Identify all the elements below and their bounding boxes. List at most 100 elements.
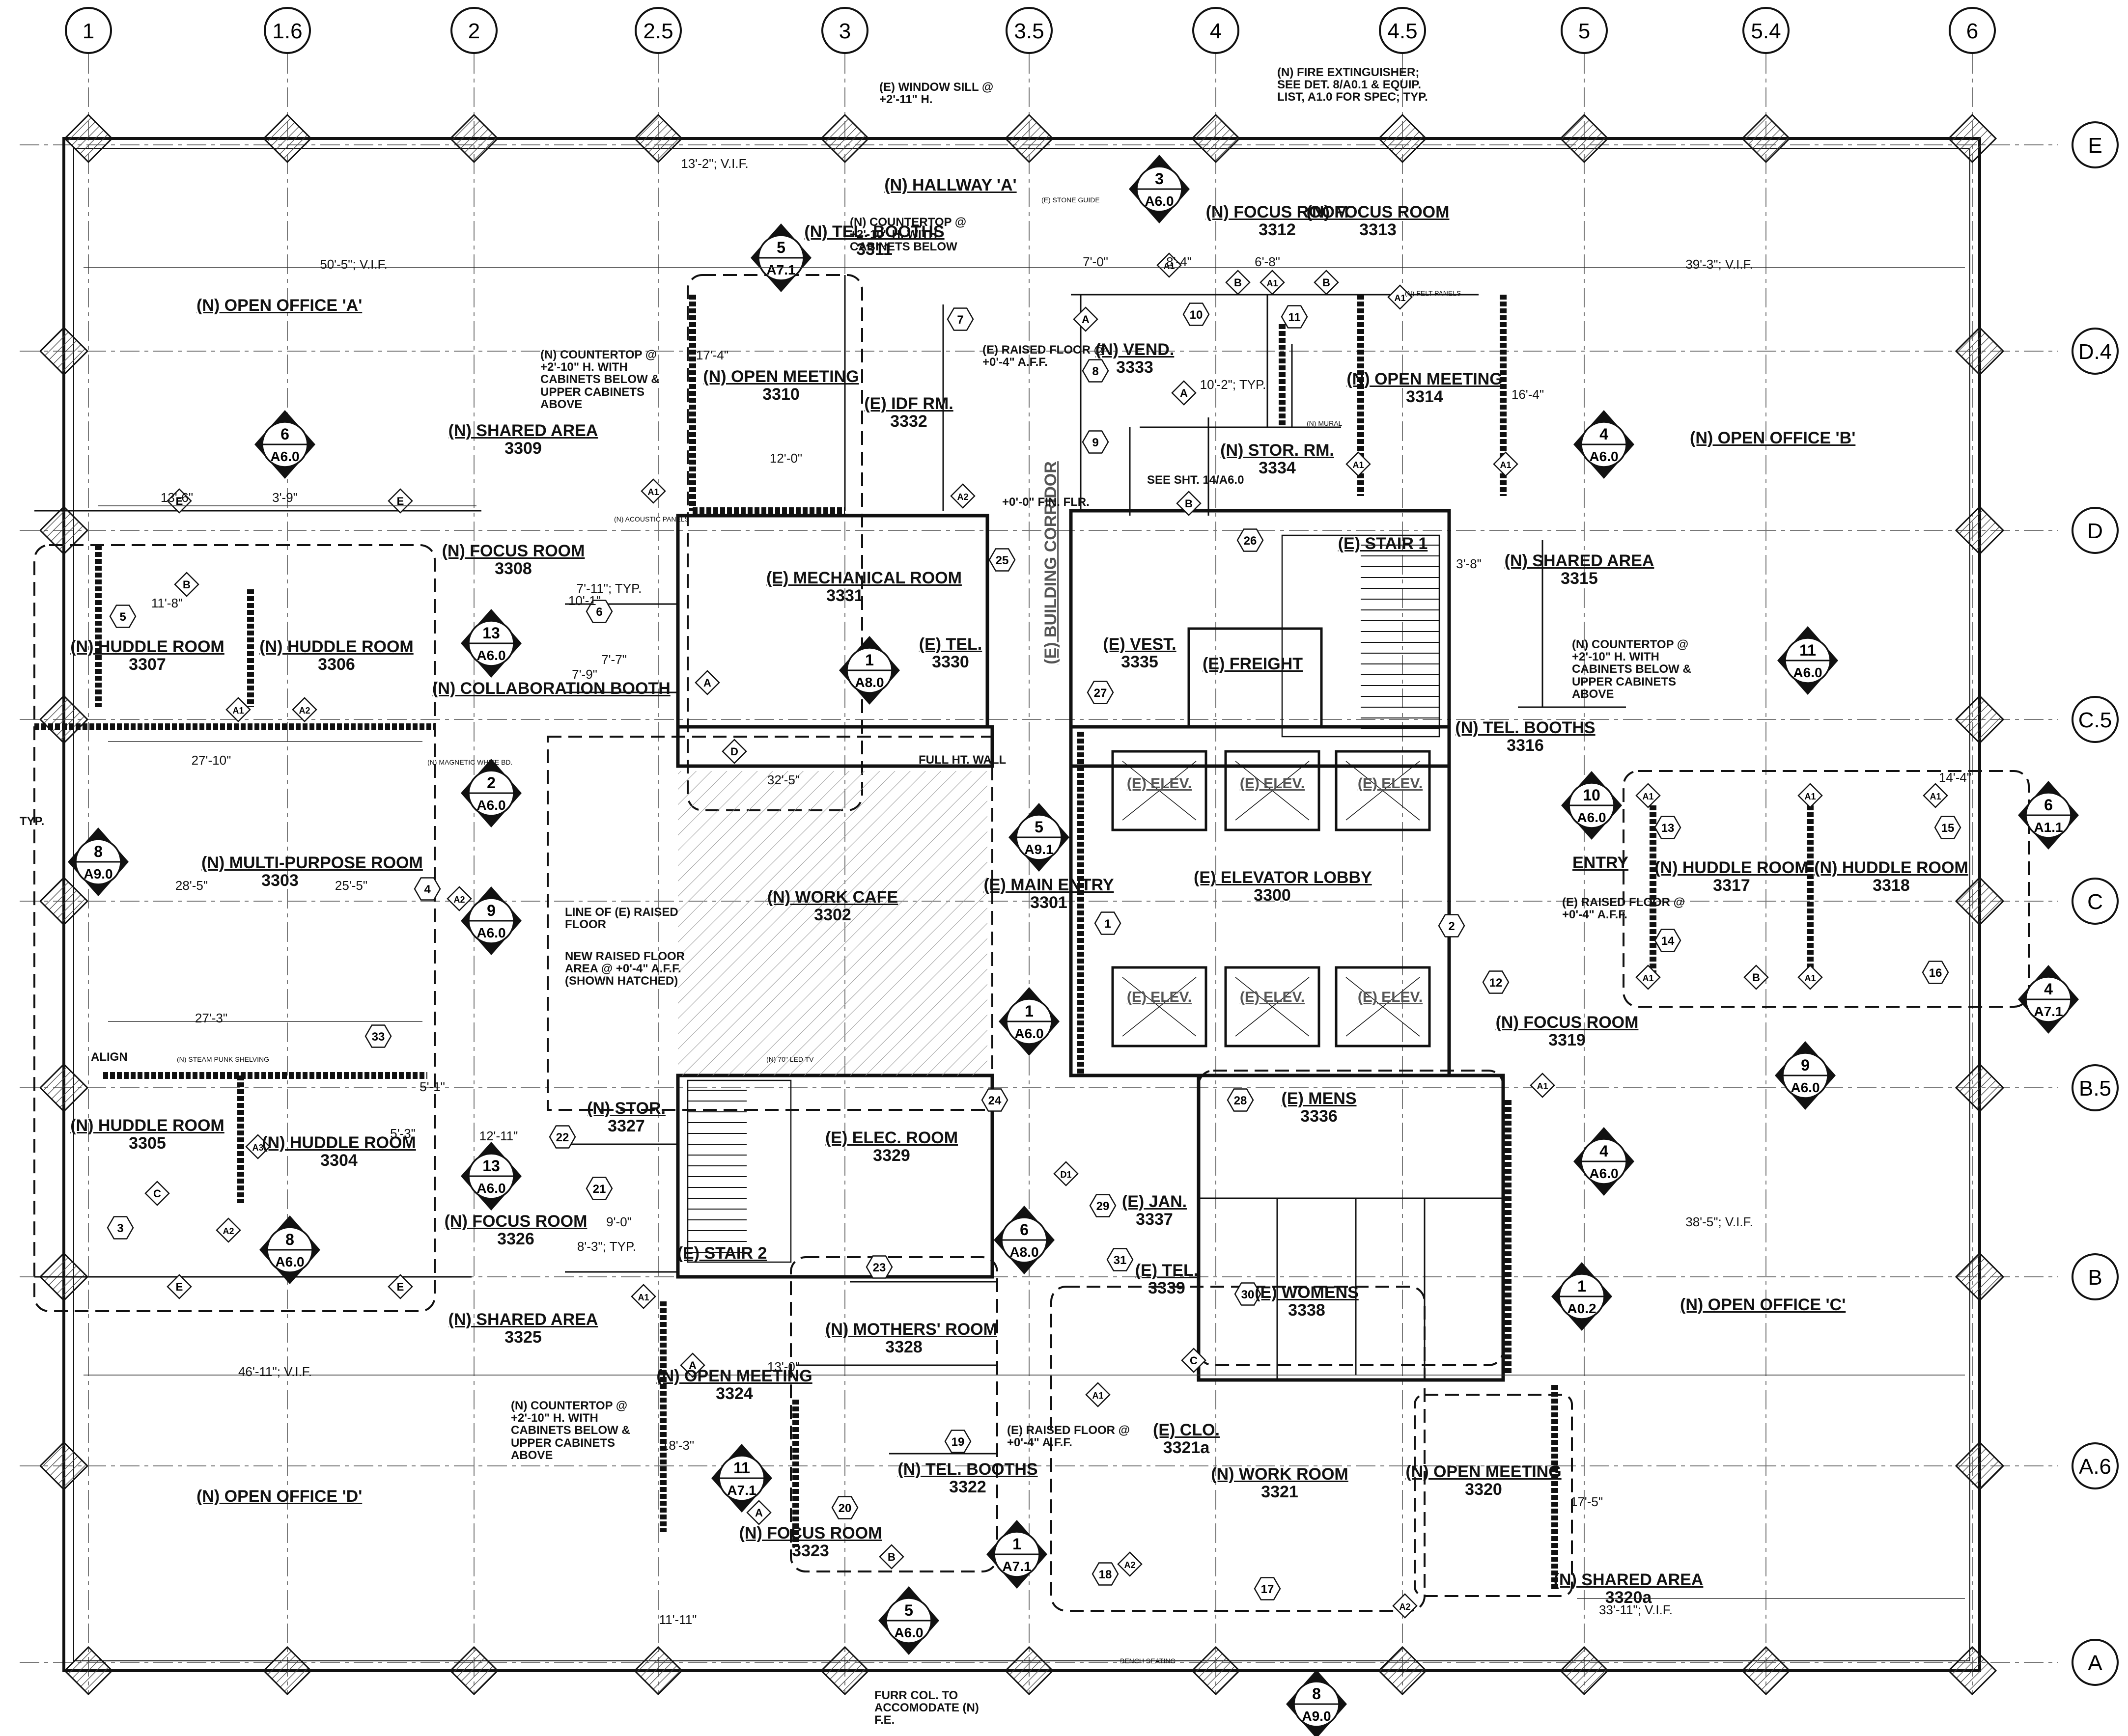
wall-type-tag: B — [174, 572, 199, 597]
section-number: 6 — [280, 425, 289, 443]
structural-column — [1741, 1646, 1791, 1696]
room-name: (N) OPEN OFFICE 'C' — [1680, 1295, 1846, 1314]
room-name: (N) STOR. — [587, 1099, 666, 1118]
keynote-tag: 30 — [1234, 1282, 1261, 1306]
section-marker: 1A0.2 — [1551, 1262, 1612, 1331]
room-number: 3321 — [1261, 1482, 1298, 1501]
room-label: (N) HALLWAY 'A' — [872, 176, 1029, 194]
section-sheet: A8.0 — [855, 675, 884, 690]
room-label: (E) FREIGHT — [1174, 655, 1331, 673]
room-number: 3301 — [1030, 893, 1067, 912]
keynote-tag: 20 — [831, 1496, 859, 1519]
grid-col-label: 1 — [83, 19, 94, 43]
keynote-number: 15 — [1941, 822, 1955, 835]
room-name: (N) FOCUS ROOM — [444, 1212, 588, 1231]
room-name: (N) OPEN MEETING — [703, 367, 859, 386]
dimension-text: 11'-8" — [151, 596, 183, 610]
structural-column — [262, 113, 312, 164]
room-name: (N) SHARED AREA — [448, 1310, 598, 1329]
room-number: 3316 — [1507, 736, 1544, 755]
dimension-text: 12'-11" — [479, 1129, 518, 1143]
room-label: (E) STAIR 2 — [644, 1244, 801, 1263]
room-name: (N) OPEN OFFICE 'D' — [196, 1487, 363, 1506]
dimension-text: 3'-8" — [1456, 556, 1482, 571]
wall-type-tag: A — [695, 670, 720, 695]
section-number: 10 — [1583, 786, 1600, 804]
keynote-number: 8 — [1092, 365, 1098, 378]
dimension-text: 7'-11"; TYP. — [576, 581, 642, 596]
grid-bubble-row: E — [2072, 121, 2119, 168]
room-name: (E) ELEC. ROOM — [825, 1129, 958, 1147]
wall-type-label: A2 — [223, 1226, 234, 1236]
dimension-text: 7'-9" — [572, 667, 597, 682]
grid-bubble-col: 3 — [821, 7, 868, 54]
keynote-number: 9 — [1092, 436, 1098, 449]
section-marker: 1A8.0 — [839, 636, 900, 705]
note-countertop-a: (N) COUNTERTOP @ +2'-10" H. WITH CABINET… — [540, 348, 660, 411]
grid-col-label: 3.5 — [1014, 19, 1044, 43]
room-number: 3332 — [890, 412, 927, 431]
room-name: (E) IDF RM. — [864, 394, 953, 413]
room-name: (N) FOCUS ROOM — [1205, 203, 1349, 221]
element-acoustic-panels: (N) ACOUSTIC PANELS — [614, 515, 689, 523]
room-name: (E) BUILDING CORRIDOR — [1041, 461, 1061, 664]
keynote-tag: 4 — [414, 877, 441, 901]
elevator-car — [1224, 966, 1320, 1047]
dimension-text: 13'-2"; V.I.F. — [681, 156, 749, 171]
keynote-tag: 23 — [866, 1255, 893, 1279]
note-fire-ext: (N) FIRE EXTINGUISHER; SEE DET. 8/A0.1 &… — [1277, 66, 1428, 104]
section-sheet: A7.1 — [2034, 1004, 2063, 1019]
room-name: (E) MECHANICAL ROOM — [766, 569, 962, 587]
section-marker: 6A8.0 — [994, 1206, 1055, 1274]
room-label: (N) COLLABORATION BOOTH — [432, 680, 671, 698]
keynote-number: 7 — [957, 313, 963, 327]
room-label: (E) STAIR 1 — [1304, 535, 1461, 553]
grid-bubble-col: 6 — [1949, 7, 1996, 54]
room-number: 3326 — [497, 1229, 534, 1248]
section-marker: 5A6.0 — [878, 1586, 939, 1655]
room-name: (E) TEL. — [1135, 1261, 1199, 1280]
section-marker: 6A6.0 — [254, 410, 315, 479]
stair-1-treads — [1361, 545, 1439, 729]
dimension-text: 27'-3" — [195, 1011, 228, 1025]
room-number: 3323 — [792, 1541, 829, 1560]
stair-1 — [1281, 534, 1440, 738]
room-number: 3320 — [1465, 1480, 1502, 1499]
elevator-car — [1335, 966, 1431, 1047]
structural-column — [1004, 113, 1054, 164]
room-name: (N) HUDDLE ROOM — [262, 1133, 416, 1152]
grid-row-label: D.4 — [2078, 340, 2112, 364]
wall-type-label: A1 — [1537, 1081, 1548, 1091]
section-sheet: A6.0 — [1014, 1026, 1043, 1041]
grid-row-label: E — [2088, 134, 2102, 158]
room-name: (N) OPEN OFFICE 'A' — [196, 296, 363, 315]
wall-type-tag: E — [167, 488, 192, 514]
keynote-tag: 14 — [1654, 929, 1681, 952]
section-sheet: A6.0 — [1577, 810, 1606, 825]
room-label: (E) ELEV. — [1312, 776, 1469, 792]
room-name: (N) FOCUS ROOM — [1495, 1013, 1639, 1032]
room-label: (E) TEL.3339 — [1088, 1262, 1245, 1297]
keynote-tag: 33 — [364, 1024, 392, 1048]
dimension-text: 39'-3"; V.I.F. — [1685, 257, 1753, 272]
wall-type-label: A1 — [638, 1293, 649, 1302]
section-number: 1 — [1012, 1535, 1021, 1553]
keynote-number: 17 — [1261, 1583, 1274, 1596]
structural-column — [39, 505, 89, 555]
dimension-text: 12'-0" — [769, 451, 803, 466]
wall-type-tag: A1 — [1923, 783, 1948, 808]
keynote-number: 18 — [1099, 1568, 1112, 1581]
room-label: (E) ELEV. — [1081, 776, 1238, 792]
grid-row-label: C.5 — [2078, 708, 2112, 732]
thin-walls — [34, 275, 1626, 1455]
section-number: 3 — [1155, 170, 1164, 188]
